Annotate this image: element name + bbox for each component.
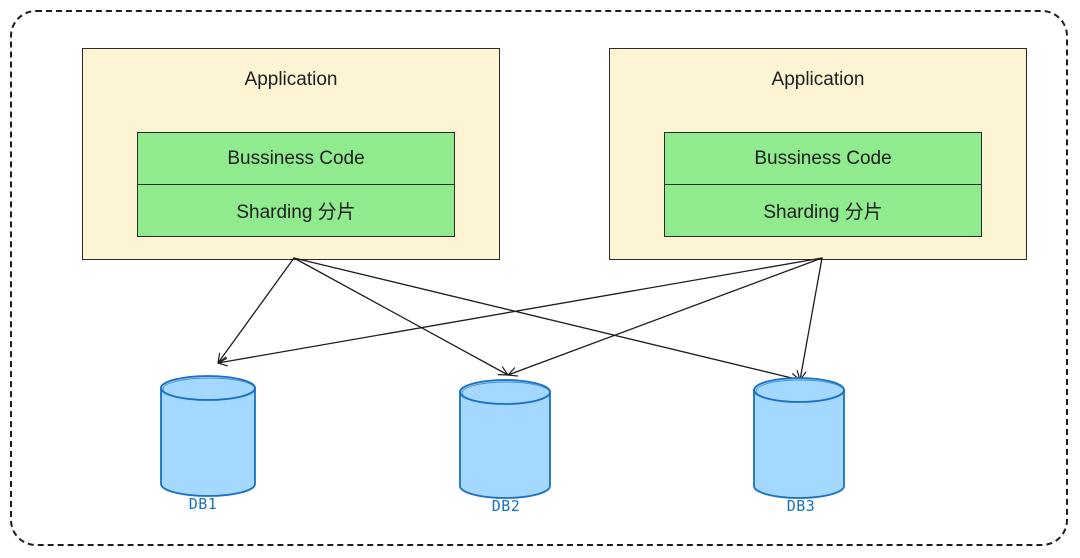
application-box-2: Application Bussiness Code Sharding 分片 xyxy=(609,48,1027,260)
system-boundary xyxy=(10,10,1068,546)
db1-label: DB1 xyxy=(188,495,218,513)
database-rim xyxy=(755,379,845,403)
database-body xyxy=(160,387,256,497)
application-box-1: Application Bussiness Code Sharding 分片 xyxy=(82,48,500,260)
database-cylinder-1 xyxy=(160,375,256,497)
database-rim xyxy=(461,381,551,405)
business-code-layer: Bussiness Code xyxy=(664,132,982,185)
database-rim xyxy=(162,377,256,401)
database-cylinder-3 xyxy=(753,377,845,499)
database-body xyxy=(459,391,551,499)
db3-label: DB3 xyxy=(786,497,816,515)
sharding-layer: Sharding 分片 xyxy=(137,184,455,237)
arrow-application-1-to-db2 xyxy=(293,257,509,376)
arrow-application-1-to-db1 xyxy=(217,257,295,364)
db2-label: DB2 xyxy=(491,497,521,515)
arrow-application-2-to-db1 xyxy=(217,257,823,367)
application-title: Application xyxy=(771,69,865,90)
arrow-application-2-to-db3 xyxy=(796,257,823,381)
sharding-layer: Sharding 分片 xyxy=(664,184,982,237)
database-cylinder-2 xyxy=(459,379,551,499)
application-title: Application xyxy=(244,69,338,90)
arrow-application-1-to-db3 xyxy=(293,257,801,383)
arrow-application-2-to-db2 xyxy=(507,257,823,377)
database-body xyxy=(753,389,845,499)
